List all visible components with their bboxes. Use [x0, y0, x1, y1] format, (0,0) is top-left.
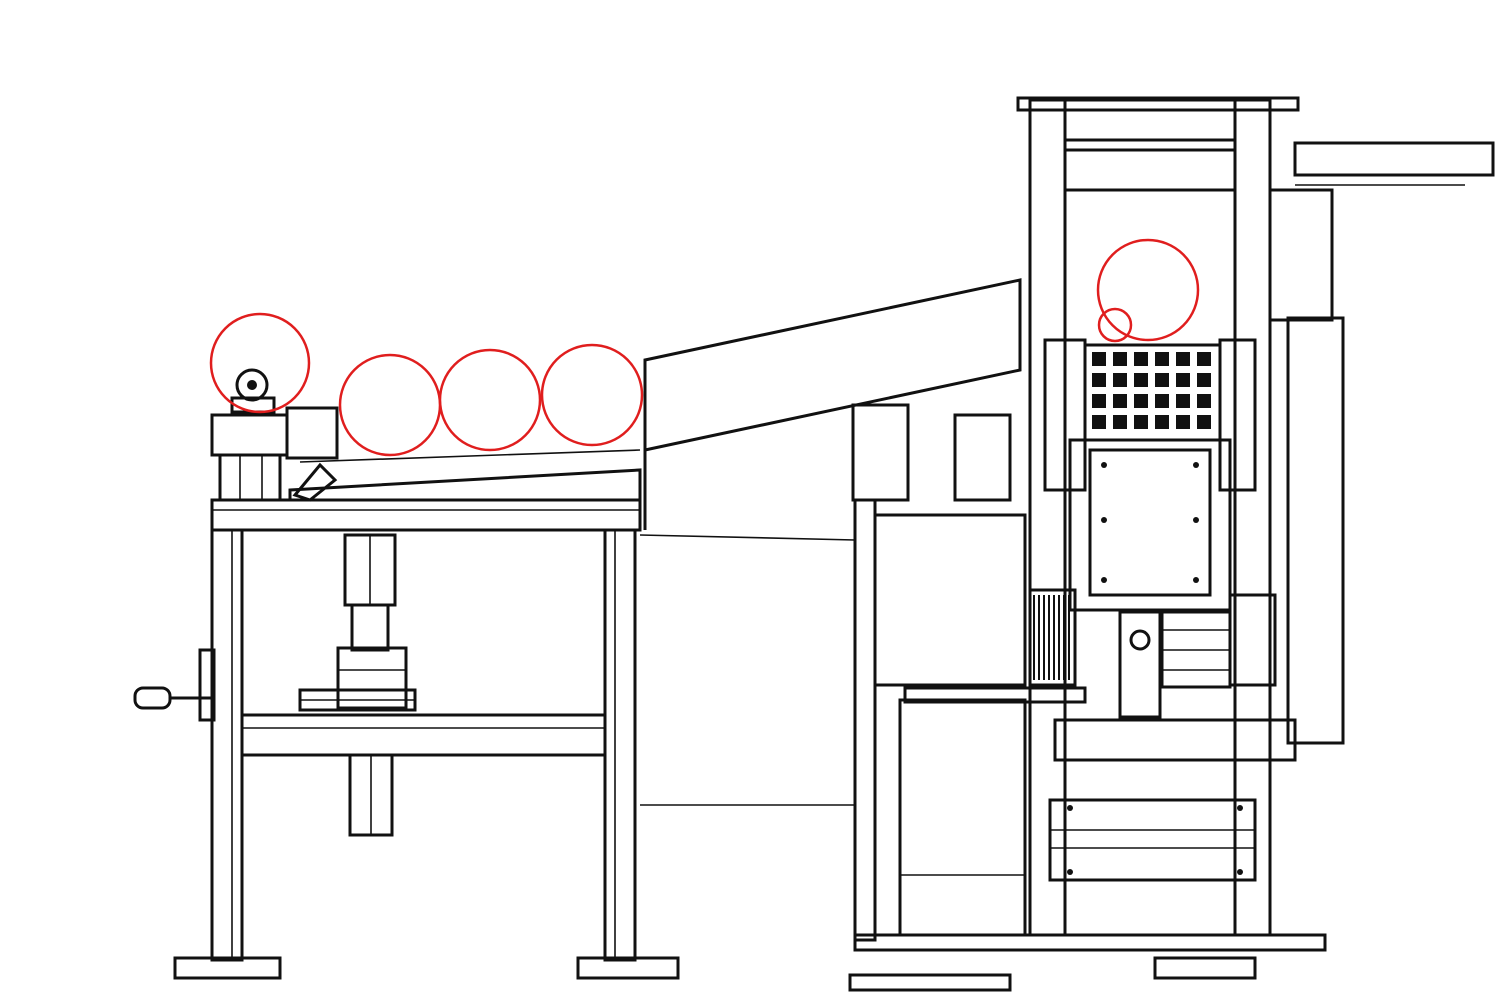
lower-box	[1048, 798, 1257, 882]
grid-cell	[1092, 415, 1106, 429]
highlight-group	[209, 238, 1200, 457]
grid-cell	[1176, 373, 1190, 387]
left-conveyor-table	[133, 368, 680, 980]
highlight-circle-roller-2	[438, 348, 542, 452]
roller-tray	[288, 468, 642, 502]
grid-cell	[1176, 394, 1190, 408]
highlight-circle-idler	[209, 312, 311, 414]
top-arm	[1293, 141, 1495, 177]
foot-right-1	[848, 973, 1012, 992]
grid-cell	[1134, 373, 1148, 387]
control-box	[873, 513, 1027, 687]
idler-wheel	[235, 368, 269, 402]
motor-housing	[1118, 610, 1162, 719]
foot-center	[576, 956, 680, 980]
grid-cell	[1155, 415, 1169, 429]
foot-left	[173, 956, 282, 980]
grid-cell	[1134, 415, 1148, 429]
grid-cell	[1113, 394, 1127, 408]
clamp	[1028, 588, 1077, 687]
highlight-circle-roller-1	[338, 353, 442, 457]
side-knob	[133, 686, 172, 710]
table-top-beam	[210, 498, 642, 532]
inclined-chute	[639, 278, 1022, 806]
foot-right-2	[1153, 956, 1257, 980]
grid-cell	[1197, 394, 1211, 408]
machine-base	[853, 933, 1327, 952]
highlight-circle-machine-large	[1096, 238, 1200, 342]
chute-plate	[643, 278, 1022, 452]
grid-cell	[1197, 352, 1211, 366]
column-right	[1233, 98, 1272, 937]
grid-cell	[1113, 373, 1127, 387]
grid-cell	[1176, 352, 1190, 366]
grid-cell	[1092, 394, 1106, 408]
column-left	[1028, 98, 1067, 937]
table-leg-right	[603, 528, 637, 962]
highlight-circle-roller-3	[540, 343, 644, 447]
grid-cell	[1092, 352, 1106, 366]
grid-cell	[1134, 394, 1148, 408]
end-block	[210, 413, 289, 457]
grid-cell	[1113, 415, 1127, 429]
grid-cell	[1113, 352, 1127, 366]
grid-cell	[1176, 415, 1190, 429]
lower-crossbeam	[240, 713, 607, 757]
front-plate	[1068, 438, 1232, 612]
grid-cell	[1092, 373, 1106, 387]
table-leg-left	[210, 528, 244, 962]
grid-cell	[1155, 373, 1169, 387]
highlight-circle-machine-small	[1097, 307, 1133, 343]
grid-cell	[1134, 352, 1148, 366]
main-machine	[848, 96, 1495, 992]
grid-cell	[1155, 352, 1169, 366]
grid-cell	[1155, 394, 1169, 408]
side-panel	[1286, 316, 1345, 745]
grid-cell	[1197, 373, 1211, 387]
grid-cell	[1197, 415, 1211, 429]
